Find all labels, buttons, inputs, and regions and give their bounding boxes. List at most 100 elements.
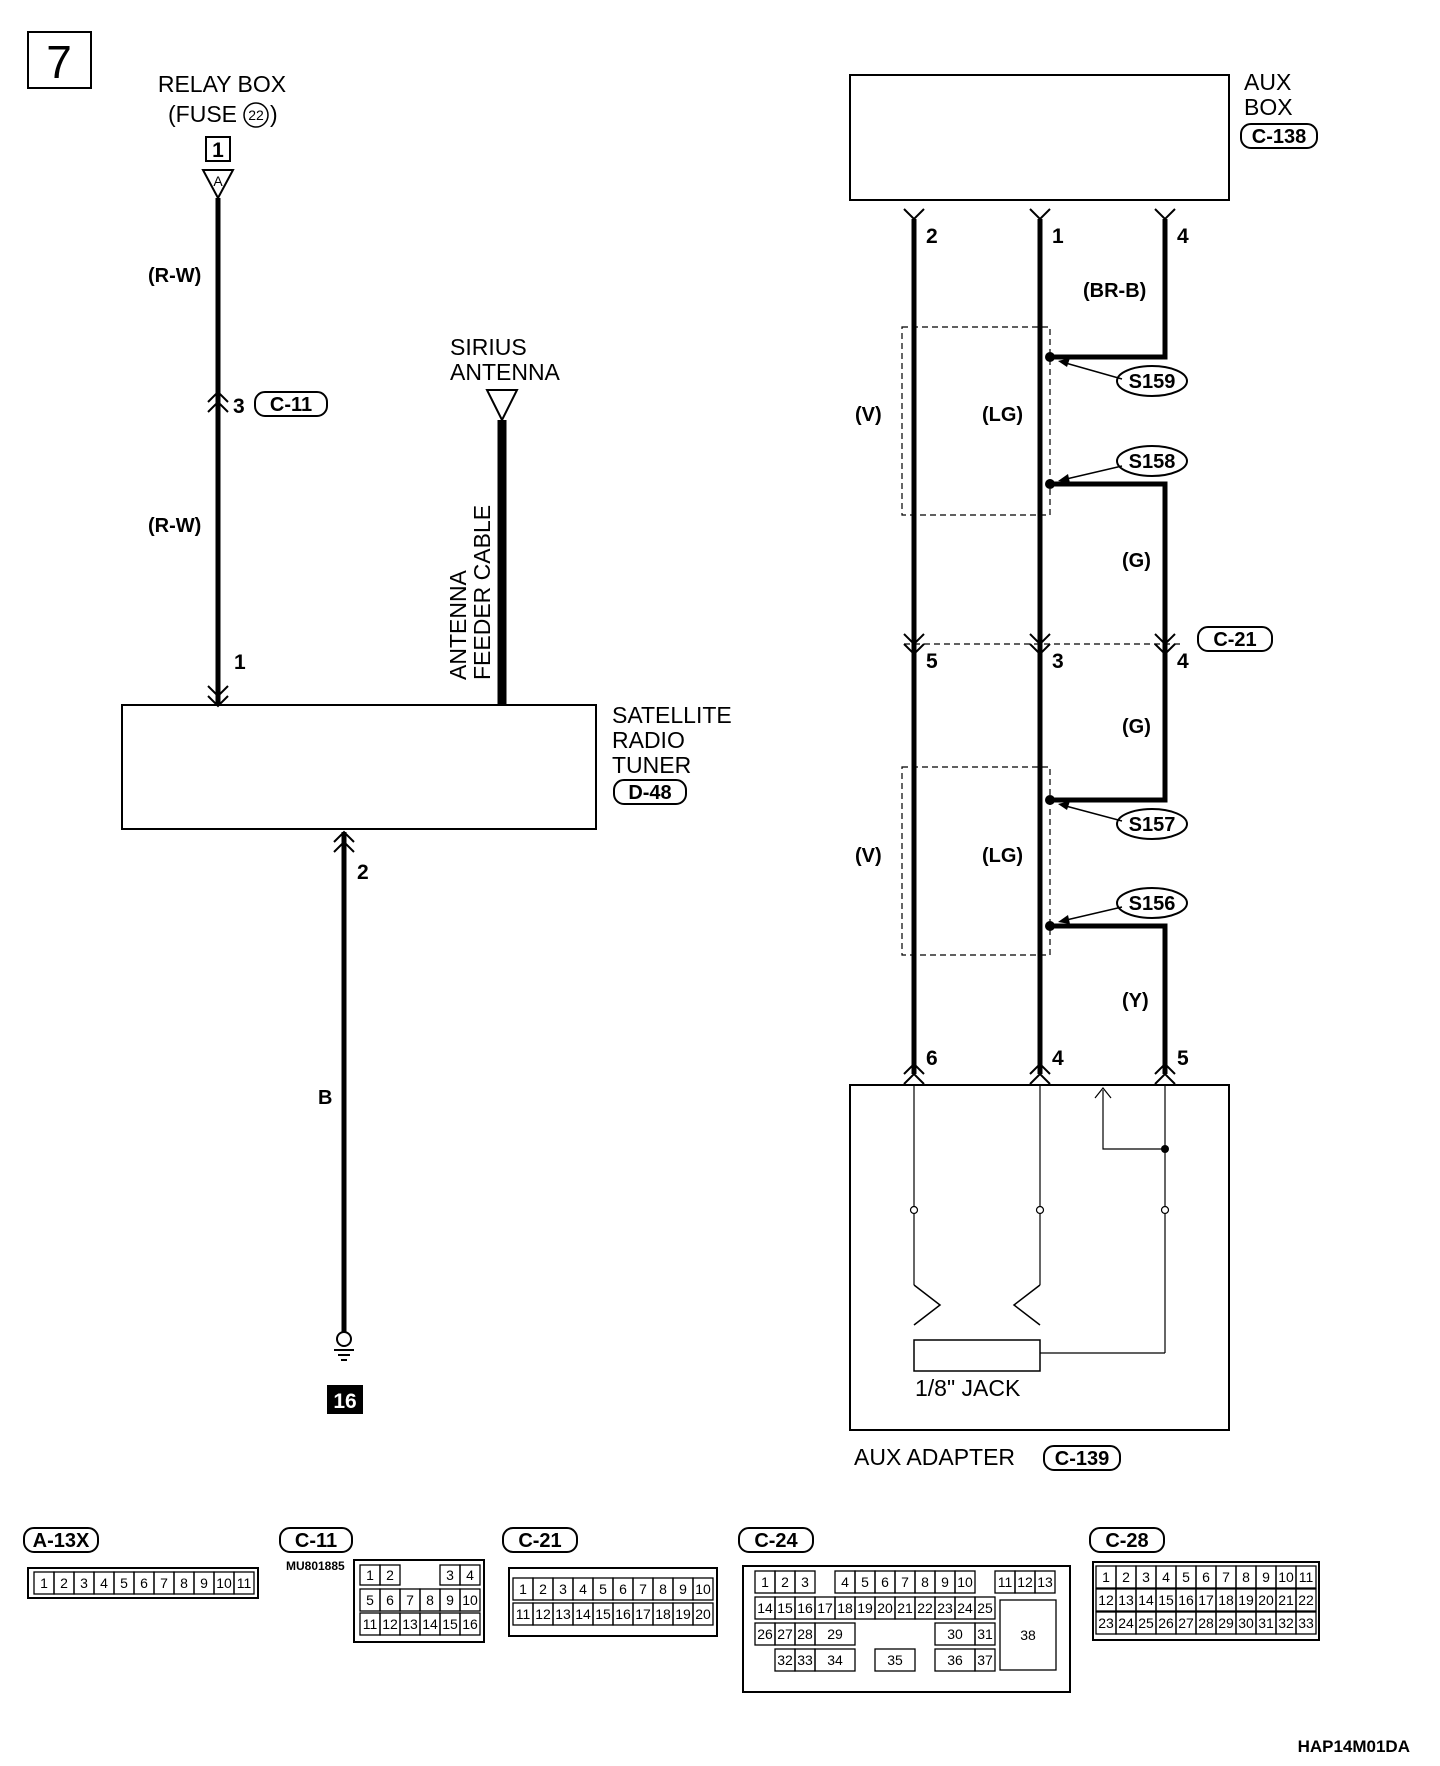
cavity-number: 14 (757, 1600, 773, 1616)
cavity-number: 12 (1017, 1574, 1033, 1590)
cavity-number: 30 (947, 1626, 963, 1642)
cavity-number: 27 (1178, 1615, 1194, 1631)
splice-s157-oval (1116, 808, 1188, 840)
cavity-number: 25 (977, 1600, 993, 1616)
cavity-number: 1 (40, 1575, 48, 1591)
cavity-number: 26 (1158, 1615, 1174, 1631)
ground-number-box (327, 1385, 363, 1414)
cavity-number: 16 (462, 1616, 478, 1632)
satellite-radio-tuner-box (121, 704, 597, 830)
cavity-number: 9 (1262, 1569, 1270, 1585)
aux-box-connector-tag (1240, 123, 1318, 149)
cavity-number: 37 (977, 1652, 993, 1668)
cavity-number: 5 (861, 1574, 869, 1590)
cavity-box (974, 1622, 996, 1646)
aux-box-connector-label: C-138 (1252, 126, 1306, 148)
wire-br-b (1050, 219, 1168, 360)
cavity-number: 17 (1198, 1592, 1214, 1608)
adapter-inner-node-4 (1035, 1205, 1045, 1215)
relay-box-terminal-letter: A (213, 173, 223, 189)
cavity-number: 24 (957, 1600, 973, 1616)
cavity-number: 4 (466, 1567, 474, 1583)
cavity-number: 18 (837, 1600, 853, 1616)
connector-c24-face-label: C-24 (754, 1530, 798, 1552)
cavity-number: 2 (1122, 1569, 1130, 1585)
connector-housing (353, 1559, 485, 1643)
pin-adapter-5: 5 (1177, 1047, 1189, 1070)
cavity-number: 19 (857, 1600, 873, 1616)
connector-c21-face-tag (502, 1527, 578, 1553)
cavity-number: 1 (366, 1567, 374, 1583)
ground-terminal (336, 1331, 352, 1347)
cavity-number: 8 (921, 1574, 929, 1590)
cavity-box (1295, 1611, 1317, 1635)
connector-housing (1092, 1561, 1320, 1641)
cavity-number: 4 (100, 1575, 108, 1591)
pin-tuner-1: 1 (234, 651, 246, 674)
splice-s156-label: S156 (1129, 893, 1176, 915)
connector-c21-pin3-symbol (1029, 633, 1051, 656)
wire-color-g-upper: (G) (1122, 550, 1151, 572)
wire-color-y: (Y) (1122, 990, 1149, 1012)
cavity-number: 11 (998, 1574, 1013, 1590)
cavity-number: 6 (619, 1581, 627, 1597)
antenna-label-1: SIRIUS (450, 334, 527, 360)
aux-adapter-pin5-symbol (1154, 1062, 1176, 1085)
wire-color-r-w-upper: (R-W) (148, 265, 201, 287)
aux-box-label-1: AUX (1244, 69, 1291, 95)
cavity-number: 4 (1162, 1569, 1170, 1585)
wire-color-r-w-lower: (R-W) (148, 515, 201, 537)
cavity-number: 18 (1218, 1592, 1234, 1608)
pin-tuner-2: 2 (357, 861, 369, 884)
cavity-number: 14 (1138, 1592, 1154, 1608)
wire-color-b: B (318, 1087, 332, 1109)
aux-adapter-label: AUX ADAPTER (854, 1444, 1015, 1470)
cavity-number: 10 (216, 1575, 232, 1591)
cavity-number: 36 (947, 1652, 963, 1668)
cavity-box (974, 1648, 996, 1672)
cavity-box (1295, 1588, 1317, 1612)
pin-c21-5: 5 (926, 650, 938, 673)
antenna-label-2: ANTENNA (450, 359, 561, 385)
cavity-box (459, 1612, 481, 1636)
cavity-number: 10 (1278, 1569, 1294, 1585)
cavity-box (954, 1570, 976, 1594)
pin-aux-1: 1 (1052, 225, 1064, 248)
cavity-number: 29 (1218, 1615, 1234, 1631)
shield-upper (901, 326, 1051, 516)
adapter-jack-contact-middle (1012, 1284, 1041, 1326)
page-number-box (27, 31, 92, 89)
cavity-number: 12 (382, 1616, 398, 1632)
splice-s157-arrow (1058, 801, 1070, 810)
pin-aux-4: 4 (1177, 225, 1189, 248)
cavity-number: 5 (120, 1575, 128, 1591)
connector-a13x-label: A-13X (33, 1530, 90, 1552)
cavity-number: 9 (446, 1592, 454, 1608)
cavity-number: 33 (797, 1652, 813, 1668)
connector-housing (27, 1567, 259, 1599)
adapter-inner-loop (1102, 1090, 1165, 1150)
cavity-number: 2 (386, 1567, 394, 1583)
splice-s157-label: S157 (1129, 814, 1176, 836)
shield-lower (901, 766, 1051, 956)
aux-box-label-2: BOX (1244, 94, 1293, 120)
relay-box-number: 1 (212, 139, 224, 162)
cavity-number: 24 (1118, 1615, 1134, 1631)
cavity-number: 10 (957, 1574, 973, 1590)
cavity-number: 23 (937, 1600, 953, 1616)
cavity-box (1295, 1565, 1317, 1589)
cavity-box (874, 1648, 916, 1672)
fuse-number-circle (243, 102, 269, 128)
antenna-cable-label-2: FEEDER CABLE (469, 505, 495, 680)
wire-color-v-upper: (V) (855, 404, 882, 426)
cavity-number: 26 (757, 1626, 773, 1642)
cavity-number: 19 (675, 1606, 691, 1622)
cavity-number: 13 (555, 1606, 571, 1622)
cavity-number: 17 (635, 1606, 651, 1622)
splice-s159-leader (1061, 361, 1123, 380)
wire-color-lg-upper: (LG) (982, 404, 1023, 426)
